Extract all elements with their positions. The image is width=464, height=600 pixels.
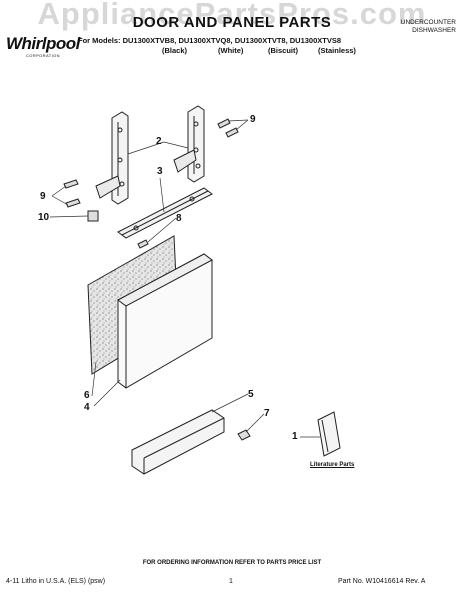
callout-9-upper: 9 xyxy=(250,114,256,125)
callout-4: 4 xyxy=(84,402,90,413)
product-line: DISHWASHER xyxy=(412,27,456,34)
screws-upper xyxy=(217,118,239,138)
footer-left: 4-11 Litho in U.S.A. (ELS) (psw) xyxy=(6,578,106,585)
clip-part xyxy=(87,210,99,222)
hinge-support-strip xyxy=(117,187,213,239)
callout-2: 2 xyxy=(156,136,162,147)
right-hinge-bracket xyxy=(173,105,205,183)
toe-panel xyxy=(131,409,225,475)
page-number: 1 xyxy=(229,578,233,585)
callout-5: 5 xyxy=(248,389,254,400)
callout-3: 3 xyxy=(157,166,163,177)
color-label: (Biscuit) xyxy=(268,46,298,55)
color-label: (Stainless) xyxy=(318,46,356,55)
brand-sub: CORPORATION xyxy=(26,53,60,58)
literature-label: Literature Parts xyxy=(310,462,355,468)
screws-left xyxy=(63,179,81,208)
footer-right: Part No. W10416614 Rev. A xyxy=(338,578,426,585)
brand-logo: Whirlpool xyxy=(6,34,80,53)
callout-7: 7 xyxy=(264,408,270,419)
product-type: UNDERCOUNTER DISHWASHER xyxy=(372,19,456,35)
screw-8 xyxy=(137,239,149,249)
color-label: (White) xyxy=(218,46,244,55)
product-line: UNDERCOUNTER xyxy=(400,19,456,26)
toe-panel-screw xyxy=(237,429,251,441)
callout-1: 1 xyxy=(292,431,298,442)
watermark: AppliancePartsPros.com xyxy=(37,0,427,31)
callout-9-left: 9 xyxy=(40,191,46,202)
color-label: (Black) xyxy=(162,46,188,55)
callout-10: 10 xyxy=(38,212,50,223)
callout-6: 6 xyxy=(84,390,90,401)
model-list: For Models: DU1300XTVB8, DU1300XTVQ8, DU… xyxy=(78,36,342,45)
left-hinge-bracket xyxy=(95,111,129,205)
ordering-note: FOR ORDERING INFORMATION REFER TO PARTS … xyxy=(142,560,322,566)
literature-parts xyxy=(317,411,341,457)
callout-8: 8 xyxy=(176,213,182,224)
leader-lines xyxy=(49,119,320,438)
page-title: DOOR AND PANEL PARTS xyxy=(132,14,332,31)
